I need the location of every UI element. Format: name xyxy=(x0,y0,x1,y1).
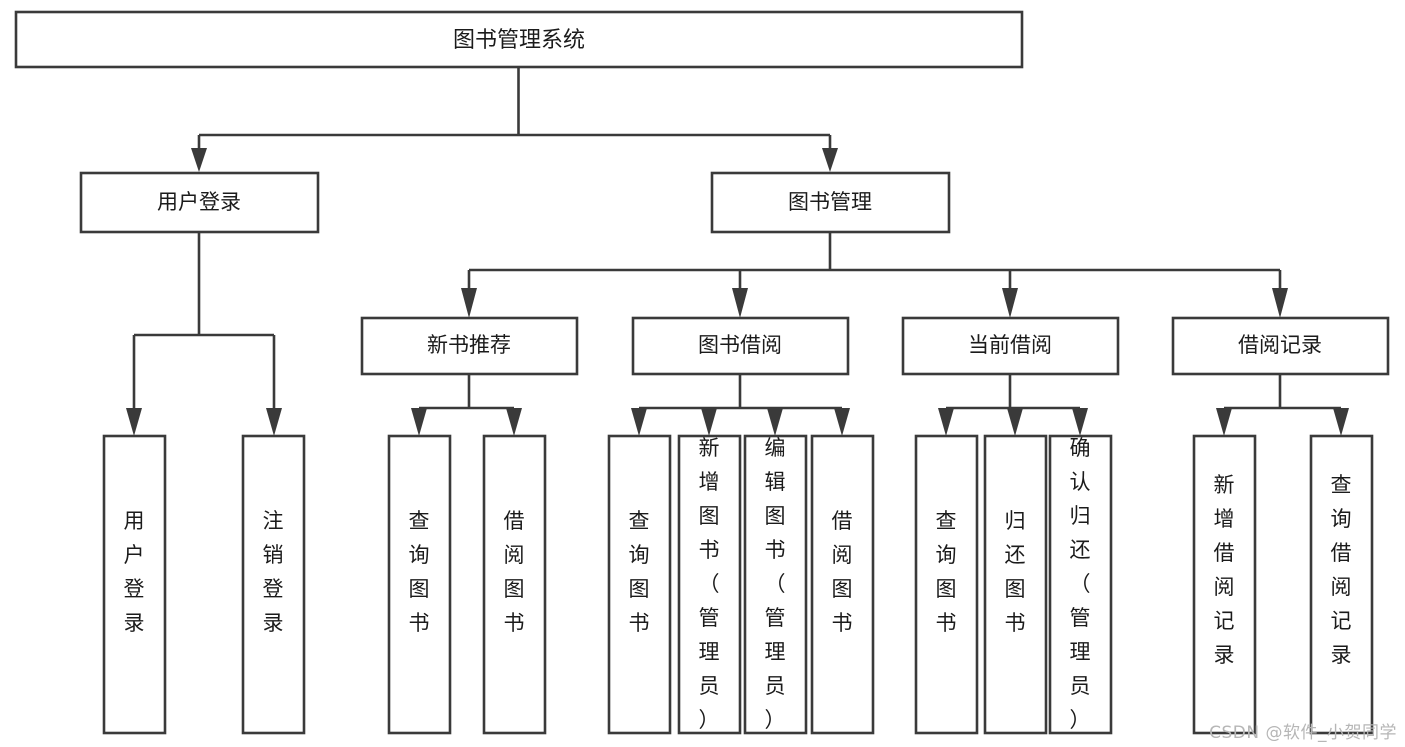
node-book-management[interactable]: 图书管理 xyxy=(710,171,951,234)
arrow-head-bb-leaf-4 xyxy=(834,408,850,436)
arrow-head-current-borrow xyxy=(1002,288,1018,318)
node-current-borrow-label: 当前借阅 xyxy=(968,333,1052,357)
node-book-borrow[interactable]: 图书借阅 xyxy=(631,316,850,376)
node-leaf-logout[interactable]: 注销登录 xyxy=(241,434,306,735)
node-leaf-cb-query-book[interactable]: 查询图书 xyxy=(914,434,979,735)
node-leaf-bb-query-book-box xyxy=(607,434,672,735)
node-user-login-box xyxy=(79,171,320,234)
node-leaf-nb-borrow-book-box xyxy=(482,434,547,735)
node-book-management-label: 图书管理 xyxy=(788,190,872,214)
node-leaf-bb-borrow-book-label: 借阅图书 xyxy=(832,509,853,635)
arrow-head-cb-leaf-2 xyxy=(1007,408,1023,436)
arrow-head-bb-leaf-2 xyxy=(701,408,717,436)
node-book-borrow-box xyxy=(631,316,850,376)
node-borrow-record-box xyxy=(1171,316,1390,376)
node-leaf-bb-edit-book-box xyxy=(743,434,808,735)
arrow-head-bb-leaf-1 xyxy=(631,408,647,436)
node-leaf-br-add-record-box xyxy=(1192,434,1257,735)
node-leaf-nb-query-book[interactable]: 查询图书 xyxy=(387,434,452,735)
node-new-book-recommend-box xyxy=(360,316,579,376)
node-leaf-cb-query-book-label: 查询图书 xyxy=(936,509,957,635)
arrow-head-leaf-user-login xyxy=(126,408,142,436)
node-leaf-br-add-record[interactable]: 新增借阅记录 xyxy=(1192,434,1257,735)
arrow-head-nb-leaf-2 xyxy=(506,408,522,436)
node-root-box xyxy=(14,10,1024,69)
node-leaf-user-login[interactable]: 用户登录 xyxy=(102,434,167,735)
node-leaf-br-add-record-label: 新增借阅记录 xyxy=(1214,473,1235,667)
csdn-watermark: CSDN @软件_小贺同学 xyxy=(1209,723,1397,743)
arrow-head-user-login xyxy=(191,148,207,172)
node-root-label: 图书管理系统 xyxy=(453,28,585,53)
arrow-head-book-mgmt xyxy=(822,148,838,172)
arrow-head-new-book xyxy=(461,288,477,318)
node-new-book-recommend-label: 新书推荐 xyxy=(427,333,511,357)
node-leaf-bb-add-book[interactable]: 新增图书（管理员） xyxy=(677,434,742,735)
node-borrow-record-label: 借阅记录 xyxy=(1238,333,1322,357)
node-leaf-br-query-record-box xyxy=(1309,434,1374,735)
node-leaf-br-query-record-label: 查询借阅记录 xyxy=(1331,473,1352,667)
node-leaf-bb-borrow-book[interactable]: 借阅图书 xyxy=(810,434,875,735)
node-leaf-bb-query-book-label: 查询图书 xyxy=(629,509,650,635)
node-leaf-br-query-record[interactable]: 查询借阅记录 xyxy=(1309,434,1374,735)
arrow-head-br-leaf-1 xyxy=(1216,408,1232,436)
arrow-head-cb-leaf-3 xyxy=(1072,408,1088,436)
node-leaf-nb-borrow-book[interactable]: 借阅图书 xyxy=(482,434,547,735)
node-book-management-box xyxy=(710,171,951,234)
arrow-head-book-borrow xyxy=(732,288,748,318)
arrow-head-nb-leaf-1 xyxy=(411,408,427,436)
node-current-borrow[interactable]: 当前借阅 xyxy=(901,316,1120,376)
node-book-borrow-label: 图书借阅 xyxy=(698,333,782,357)
node-leaf-logout-label: 注销登录 xyxy=(263,509,284,635)
node-leaf-user-login-label: 用户登录 xyxy=(124,509,145,635)
node-leaf-cb-confirm-return[interactable]: 确认归还（管理员） xyxy=(1048,434,1113,735)
node-leaf-cb-return-book-label: 归还图书 xyxy=(1005,509,1026,635)
connector-layer xyxy=(126,67,1349,436)
node-leaf-nb-query-book-box xyxy=(387,434,452,735)
node-leaf-cb-query-book-box xyxy=(914,434,979,735)
node-leaf-logout-box xyxy=(241,434,306,735)
node-leaf-bb-add-book-box xyxy=(677,434,742,735)
node-leaf-cb-confirm-return-box xyxy=(1048,434,1113,735)
node-root-book-management-system[interactable]: 图书管理系统 xyxy=(14,10,1024,69)
arrow-head-br-leaf-2 xyxy=(1333,408,1349,436)
node-leaf-cb-confirm-return-label: 确认归还（管理员） xyxy=(1070,436,1091,732)
arrow-head-leaf-logout xyxy=(266,408,282,436)
node-leaf-user-login-box xyxy=(102,434,167,735)
node-leaf-cb-return-book-box xyxy=(983,434,1048,735)
node-leaf-nb-query-book-label: 查询图书 xyxy=(409,509,430,635)
node-leaf-cb-return-book[interactable]: 归还图书 xyxy=(983,434,1048,735)
node-new-book-recommend[interactable]: 新书推荐 xyxy=(360,316,579,376)
arrow-head-bb-leaf-3 xyxy=(767,408,783,436)
node-leaf-bb-add-book-label: 新增图书（管理员） xyxy=(699,436,720,732)
node-borrow-record[interactable]: 借阅记录 xyxy=(1171,316,1390,376)
arrow-head-cb-leaf-1 xyxy=(938,408,954,436)
node-current-borrow-box xyxy=(901,316,1120,376)
node-leaf-bb-borrow-book-box xyxy=(810,434,875,735)
node-user-login-label: 用户登录 xyxy=(157,190,241,214)
node-user-login[interactable]: 用户登录 xyxy=(79,171,320,234)
node-leaf-nb-borrow-book-label: 借阅图书 xyxy=(504,509,525,635)
arrow-head-borrow-record xyxy=(1272,288,1288,318)
node-leaf-bb-edit-book-label: 编辑图书（管理员） xyxy=(765,436,786,732)
node-leaf-bb-query-book[interactable]: 查询图书 xyxy=(607,434,672,735)
node-leaf-bb-edit-book[interactable]: 编辑图书（管理员） xyxy=(743,434,808,735)
